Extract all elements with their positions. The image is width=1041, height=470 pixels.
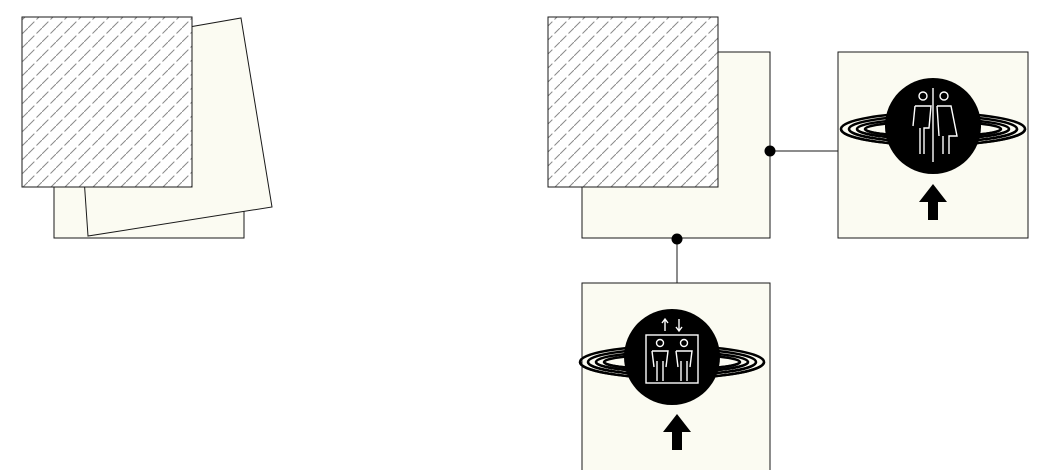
up-arrow-icon (919, 184, 947, 220)
left-card-group (21, 16, 273, 239)
restroom-sign-panel (837, 51, 1029, 239)
right-card-group (547, 16, 771, 239)
elevator-sign-panel (578, 282, 771, 470)
right-hatched-square (547, 16, 719, 188)
connector-right (764, 145, 838, 157)
up-arrow-icon (663, 414, 691, 450)
elevator-planet-icon (578, 309, 766, 405)
connector-bottom-dot (671, 233, 683, 245)
left-hatched-square (21, 16, 193, 188)
restroom-planet-icon (839, 78, 1027, 174)
connector-right-dot (764, 145, 776, 157)
connector-bottom (671, 233, 683, 283)
